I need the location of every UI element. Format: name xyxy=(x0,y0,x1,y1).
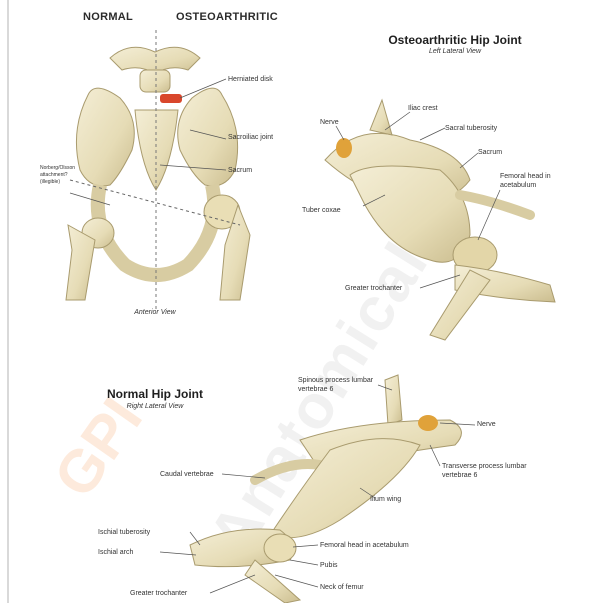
label-herniated-disk: Herniated disk xyxy=(228,75,273,84)
label-sacrum-pelvis: Sacrum xyxy=(228,166,252,175)
herniated-disk-mark xyxy=(160,94,182,103)
label-ligament: Norberg/Olsson attachment? (illegible) xyxy=(40,165,80,186)
label-pubis: Pubis xyxy=(320,561,338,570)
title-normal-hip: Normal Hip Joint xyxy=(95,387,215,401)
label-spinous-process: Spinous process lumbar vertebrae 6 xyxy=(298,376,378,394)
label-tuber-coxae: Tuber coxae xyxy=(302,206,341,215)
label-greater-trochanter-normal: Greater trochanter xyxy=(130,589,187,598)
caption-anterior-view: Anterior View xyxy=(110,309,200,316)
header-normal: NORMAL xyxy=(83,11,133,23)
label-nerve-oa: Nerve xyxy=(320,118,339,127)
title-oa-hip: Osteoarthritic Hip Joint xyxy=(375,33,535,47)
subtitle-normal-hip: Right Lateral View xyxy=(95,403,215,410)
label-femoral-head-oa: Femoral head in acetabulum xyxy=(500,172,570,190)
label-transverse-process: Transverse process lumbar vertebrae 6 xyxy=(442,462,532,480)
label-ischial-arch: Ischial arch xyxy=(98,548,133,557)
label-sacral-tuberosity: Sacral tuberosity xyxy=(445,124,497,133)
label-nerve-normal: Nerve xyxy=(477,420,496,429)
subtitle-oa-hip: Left Lateral View xyxy=(375,48,535,55)
label-ilium-wing: Ilium wing xyxy=(370,495,401,504)
label-iliac-crest: Iliac crest xyxy=(408,104,438,113)
label-femoral-head-normal: Femoral head in acetabulum xyxy=(320,541,409,550)
label-neck-of-femur: Neck of femur xyxy=(320,583,364,592)
label-caudal-vertebrae: Caudal vertebrae xyxy=(160,470,214,479)
oa-hip-illustration xyxy=(325,100,555,340)
label-ischial-tuberosity: Ischial tuberosity xyxy=(98,528,150,537)
label-sacroiliac-joint: Sacroiliac joint xyxy=(228,133,278,142)
label-greater-trochanter-oa: Greater trochanter xyxy=(345,284,402,293)
label-sacrum-oa: Sacrum xyxy=(478,148,502,157)
header-osteoarthritic: OSTEOARTHRITIC xyxy=(176,11,278,23)
